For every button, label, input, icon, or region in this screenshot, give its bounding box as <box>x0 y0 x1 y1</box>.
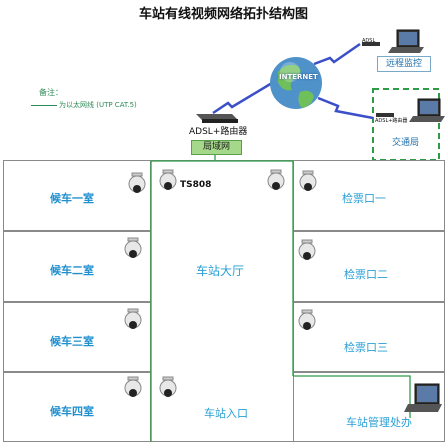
room-label-waiting-2: 候车二室 <box>50 264 94 277</box>
globe-icon <box>270 57 322 109</box>
legend-text: 为以太网线 (UTP CAT.5) <box>59 101 137 109</box>
traffic-adsl-label: ADSL+路由器 <box>375 118 408 124</box>
room-label-gate-2: 检票口二 <box>344 268 388 281</box>
hall-label: 车站大厅 <box>196 264 245 278</box>
lan-box: 局域网 <box>191 140 242 155</box>
remote-laptop-icon <box>388 29 424 53</box>
legend-line <box>31 105 57 106</box>
wireless-links <box>212 42 374 120</box>
ticket-gate-2 <box>293 231 445 302</box>
diagram-title: 车站有线视频网络拓扑结构图 <box>138 7 308 22</box>
room-label-waiting-4: 候车四室 <box>50 405 94 418</box>
router-label: ADSL+路由器 <box>189 127 248 137</box>
room-label-waiting-3: 候车三室 <box>50 335 94 348</box>
remote-adsl-label: ADSL <box>362 38 376 44</box>
waiting-room-1 <box>3 160 151 231</box>
router-icon <box>196 114 238 123</box>
room-label-management: 车站管理处办 <box>346 416 412 429</box>
adsl-modem-icon <box>362 42 380 46</box>
internet-label: INTERNET <box>279 73 318 81</box>
remote-monitor-label: 远程监控 <box>377 56 431 72</box>
station-hall <box>151 160 293 442</box>
ticket-gate-1 <box>293 160 445 231</box>
camera-model-label: TS808 <box>180 180 212 190</box>
entrance-label: 车站入口 <box>204 407 248 420</box>
traffic-bureau-label: 交通局 <box>392 138 420 148</box>
ticket-gate-3 <box>293 302 445 372</box>
room-label-gate-1: 检票口一 <box>342 192 386 205</box>
room-label-gate-3: 检票口三 <box>344 341 388 354</box>
management-office <box>293 372 445 442</box>
legend-label: 备注： <box>39 88 63 97</box>
room-label-waiting-1: 候车一室 <box>50 192 94 205</box>
traffic-laptop-icon <box>376 98 445 122</box>
